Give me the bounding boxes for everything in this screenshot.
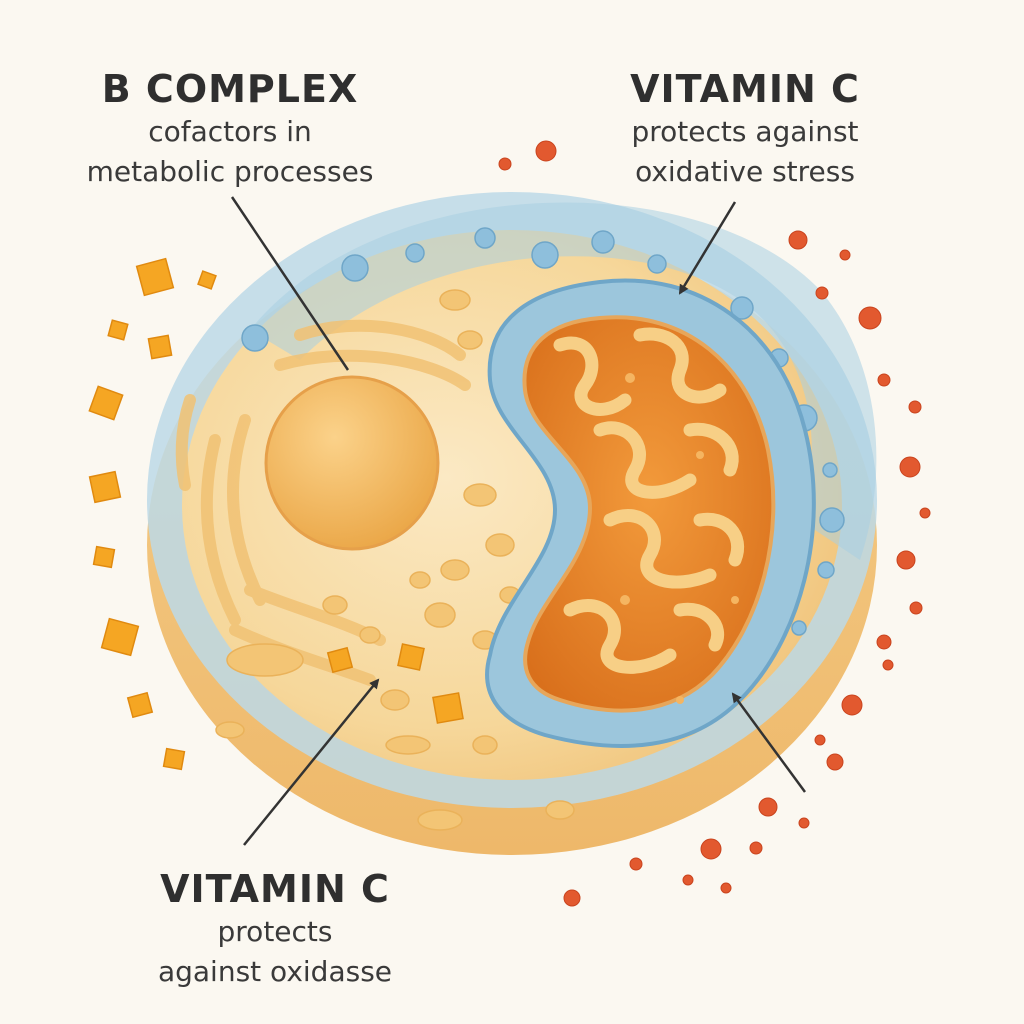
- arrow-b-complex: [230, 196, 350, 371]
- vitamin-c-top-title: VITAMIN C: [630, 67, 860, 111]
- arrow-vitamin-c-bottom: [243, 678, 380, 846]
- vitamin-c-top-line-2: oxidative stress: [635, 155, 855, 188]
- vitamin-c-top-line-1: protects against: [631, 115, 859, 148]
- vitamin-c-dots: [498, 140, 931, 907]
- b-complex-title: B COMPLEX: [101, 67, 359, 111]
- b-complex-line-1: cofactors in: [148, 115, 312, 148]
- b-complex-line-2: metabolic processes: [86, 155, 374, 188]
- b-complex-cubes: [88, 257, 464, 771]
- label-b-complex: B COMPLEX cofactors in metabolic process…: [40, 66, 420, 192]
- vitamin-c-bottom-title: VITAMIN C: [160, 867, 390, 911]
- mitochondrion-granules: [620, 373, 739, 704]
- mitochondrion-cristae: [553, 327, 744, 674]
- pointer-arrows: [230, 196, 807, 846]
- mitochondrion: [485, 278, 816, 748]
- label-vitamin-c-top: VITAMIN C protects against oxidative str…: [560, 66, 930, 192]
- arrow-vitamin-c-top: [678, 201, 737, 295]
- vitamin-c-bottom-line-2: against oxidasse: [157, 955, 393, 988]
- arrow-vitamin-c-right: [731, 692, 807, 793]
- vitamin-c-bottom-line-1: protects: [217, 915, 333, 948]
- nucleus: [264, 375, 440, 551]
- label-vitamin-c-bottom: VITAMIN C protects against oxidasse: [90, 866, 460, 992]
